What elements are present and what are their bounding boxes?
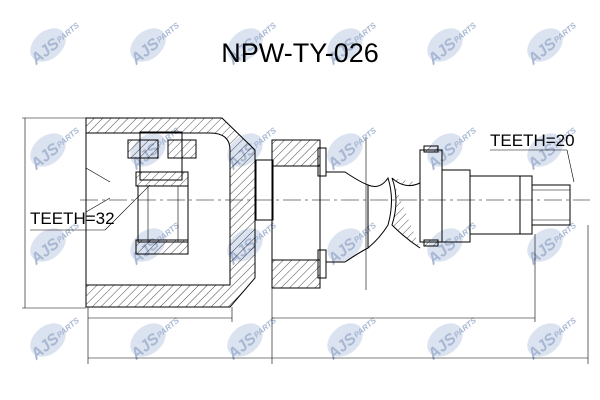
teeth-20-label: TEETH=20 (490, 131, 575, 150)
teeth-label-left: TEETH=32 (30, 184, 151, 231)
splined-shaft (419, 145, 571, 247)
bearing-block (255, 138, 369, 290)
teeth-32-label: TEETH=32 (30, 209, 115, 228)
dimension-lines (22, 117, 589, 364)
outer-housing (85, 117, 256, 308)
teeth-label-right: TEETH=20 (490, 131, 575, 183)
tripod-spider (127, 131, 197, 255)
part-number-title: NPW-TY-026 (221, 38, 379, 68)
shaft-break (367, 176, 421, 249)
watermark-grid (23, 20, 579, 364)
